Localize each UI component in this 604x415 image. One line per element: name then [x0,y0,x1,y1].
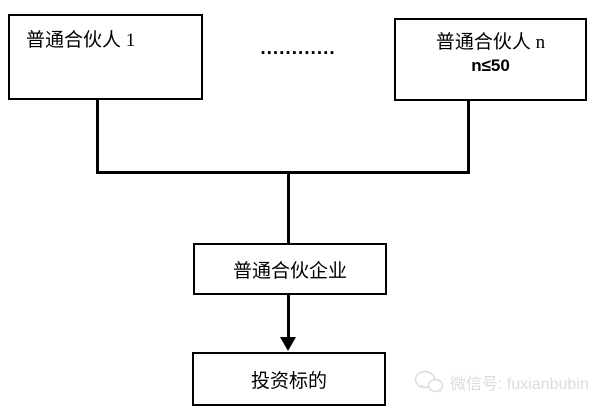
node-investment-target-label: 投资标的 [250,370,327,392]
watermark-text: 微信号: fuxianbubin [450,376,589,393]
node-general-partner-1-label: 普通合伙人 1 [26,30,136,51]
node-general-partner-n-label: 普通合伙人 n [435,32,546,53]
node-general-partner-n: 普通合伙人 n n≤50 [394,18,587,101]
node-general-partnership-enterprise-label: 普通合伙企业 [232,260,347,282]
connector-right-vertical [467,101,470,174]
connector-left-vertical [96,100,99,174]
node-investment-target: 投资标的 [192,352,386,406]
watermark: 微信号: fuxianbubin [414,369,589,395]
node-general-partner-1: 普通合伙人 1 [8,14,203,100]
connector-middle-vertical [287,174,290,243]
ellipsis-dots: ............ [260,38,336,59]
arrow-down-icon [280,337,296,351]
wechat-chat-bubbles-icon [414,369,444,395]
arrow-shaft [287,295,290,338]
node-general-partnership-enterprise: 普通合伙企业 [193,243,387,295]
node-general-partner-n-sublabel: n≤50 [471,56,510,75]
connector-horizontal-join [96,171,470,174]
